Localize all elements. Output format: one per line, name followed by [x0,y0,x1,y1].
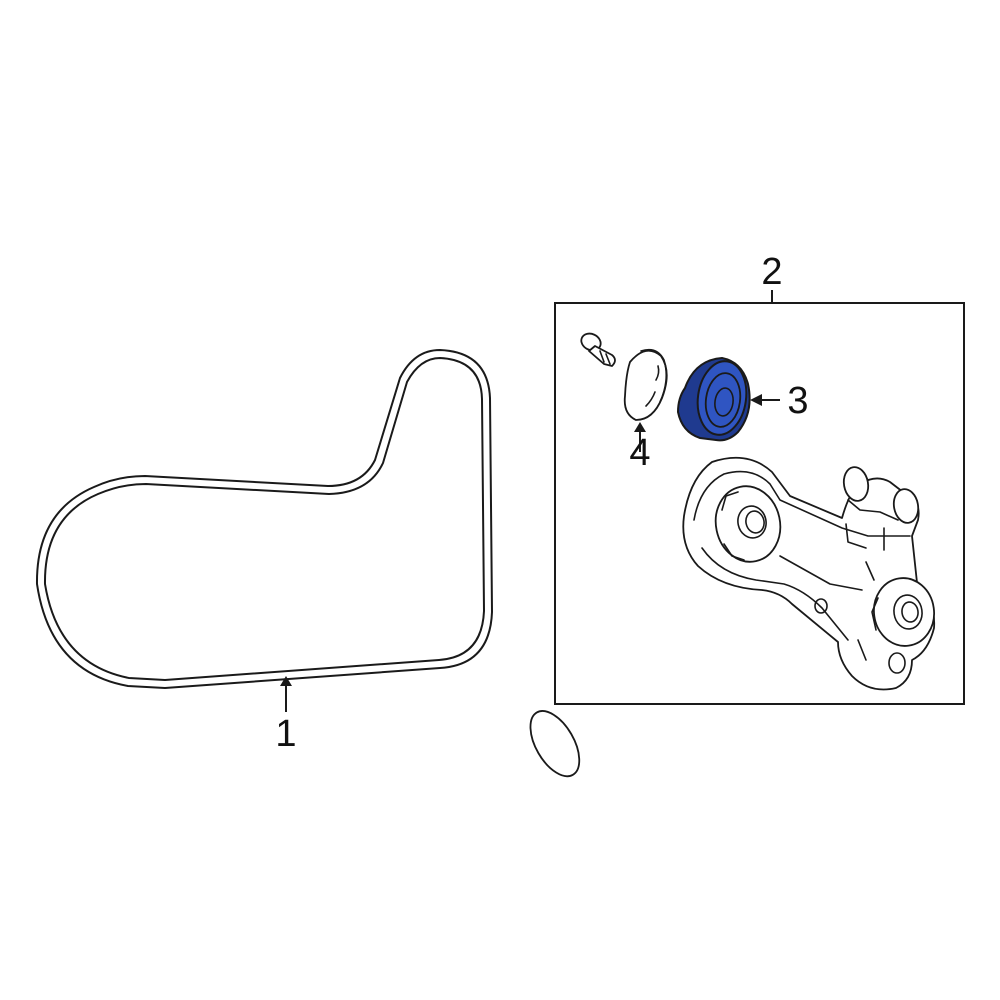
callout-3-leader [750,394,780,406]
idler-pulley[interactable] [676,356,751,442]
serpentine-belt[interactable] [35,349,493,689]
tensioner-bracket [682,456,936,691]
callout-label-3: 3 [787,380,808,422]
pulley-dust-cap[interactable] [520,348,668,785]
bolt-icon[interactable] [579,331,616,367]
callout-label-1: 1 [275,713,296,755]
callout-1-leader [280,676,292,712]
callout-label-2: 2 [761,251,782,293]
callout-label-4: 4 [629,432,650,474]
callout-4-leader [634,422,646,452]
